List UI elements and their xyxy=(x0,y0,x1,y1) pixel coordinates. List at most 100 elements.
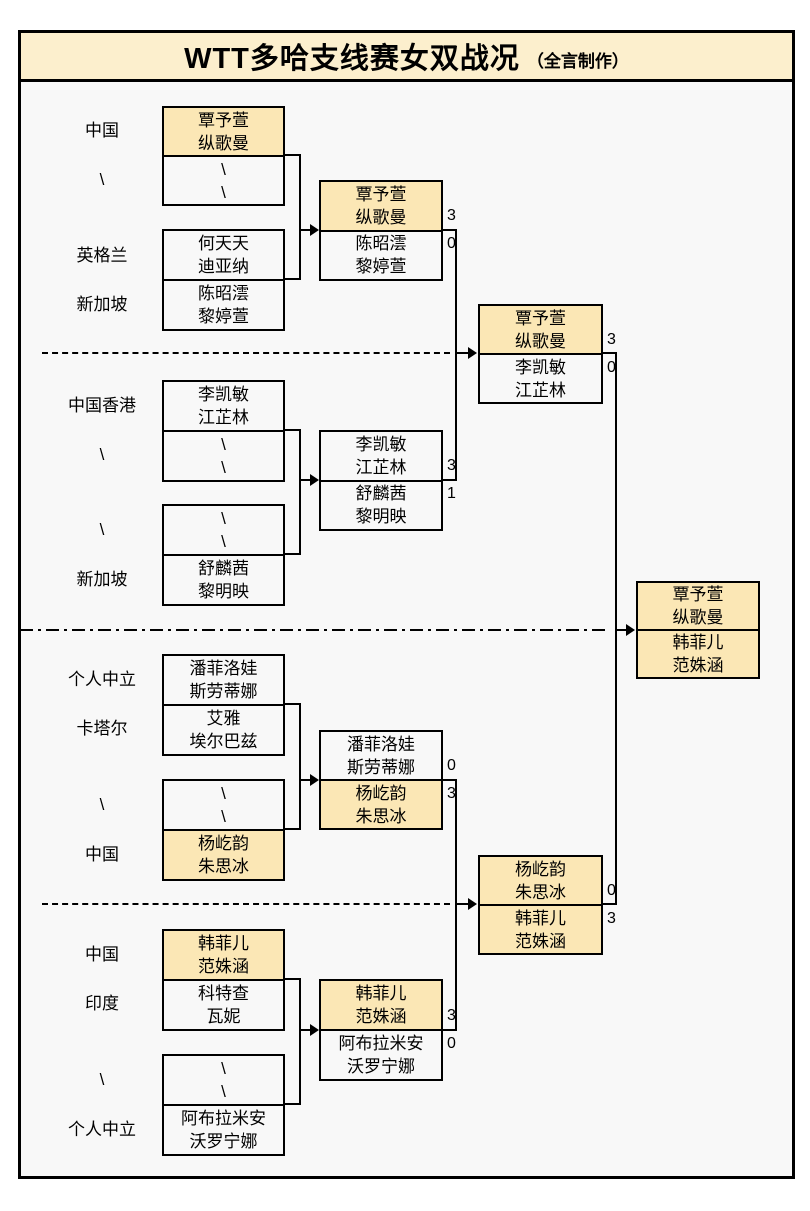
player-name-line: 迪亚纳 xyxy=(198,257,249,276)
bye-slash: \ xyxy=(221,182,226,202)
player-name-line: 舒麟茜 xyxy=(355,484,407,504)
score: 3 xyxy=(447,207,456,224)
country-label: 卡塔尔 xyxy=(76,719,128,738)
player-name-line: 范姝涵 xyxy=(672,656,724,675)
country-label: 中国香港 xyxy=(68,396,136,415)
score: 0 xyxy=(607,359,616,376)
match-slot-top: 杨屹韵朱思冰 xyxy=(480,857,601,906)
bye-label: \ xyxy=(99,520,105,539)
player-box: 艾雅埃尔巴兹 xyxy=(162,704,285,756)
divider-dashed xyxy=(42,903,450,905)
player-name-line: 斯劳蒂娜 xyxy=(347,757,415,777)
score: 3 xyxy=(447,785,456,802)
player-name-line: 范姝涵 xyxy=(515,931,566,951)
bye-slash: \ xyxy=(221,807,226,826)
player-name-line: 纵歌曼 xyxy=(515,331,566,351)
player-box: 科特查瓦妮 xyxy=(162,979,285,1031)
match-box: 覃予萱纵歌曼 陈昭澐黎婷萱 xyxy=(319,180,443,281)
player-name-line: 李凯敏 xyxy=(198,385,249,404)
player-name-line: 纵歌曼 xyxy=(672,608,724,627)
player-name-line: 江芷林 xyxy=(355,457,407,477)
score: 1 xyxy=(447,485,456,502)
match-slot-top: 韩菲儿范姝涵 xyxy=(321,981,441,1031)
connector-line xyxy=(285,553,301,555)
connector-line xyxy=(602,352,617,354)
bye-box: \\ xyxy=(162,155,285,206)
bye-slash: \ xyxy=(221,1059,226,1078)
bye-box: \\ xyxy=(162,1054,285,1106)
country-label: 个人中立 xyxy=(68,670,136,689)
match-box: 潘菲洛娃斯劳蒂娜 杨屹韵朱思冰 xyxy=(319,730,443,830)
country-label: 个人中立 xyxy=(68,1120,136,1139)
connector-line xyxy=(285,429,301,431)
connector-line xyxy=(457,903,469,905)
player-box: 韩菲儿范姝涵 xyxy=(162,929,285,981)
match-slot-bottom: 阿布拉米安沃罗宁娜 xyxy=(321,1031,441,1079)
player-name-line: 覃予萱 xyxy=(198,110,249,130)
connector-line xyxy=(299,779,311,781)
semifinal-box: 杨屹韵朱思冰 韩菲儿范姝涵 xyxy=(478,855,603,955)
match-slot-bottom: 韩菲儿范姝涵 xyxy=(480,906,601,953)
bye-slash: \ xyxy=(221,435,226,454)
player-name-line: 杨屹韵 xyxy=(198,834,249,853)
match-box: 韩菲儿范姝涵 阿布拉米安沃罗宁娜 xyxy=(319,979,443,1081)
player-name-line: 黎婷萱 xyxy=(355,257,407,277)
connector-line xyxy=(602,903,617,905)
country-label: 新加坡 xyxy=(76,570,128,589)
country-label: 中国 xyxy=(85,945,119,964)
player-name-line: 何天天 xyxy=(198,234,249,253)
match-slot-top: 李凯敏江芷林 xyxy=(321,432,441,482)
bye-box: \\ xyxy=(162,504,285,556)
bye-label: \ xyxy=(99,1070,105,1089)
match-slot-bottom: 陈昭澐黎婷萱 xyxy=(321,231,441,279)
arrowhead-icon xyxy=(310,774,319,786)
player-box: 李凯敏江芷林 xyxy=(162,380,285,432)
arrowhead-icon xyxy=(310,474,319,486)
connector-line xyxy=(285,703,301,705)
title-bar: WTT多哈支线赛女双战况 （全言制作） xyxy=(18,30,795,82)
connector-line xyxy=(285,154,301,156)
match-slot-top: 覃予萱纵歌曼 xyxy=(638,583,758,631)
player-name-line: 艾雅 xyxy=(206,709,241,728)
bye-slash: \ xyxy=(221,159,226,179)
country-label: 中国 xyxy=(85,121,119,140)
player-name-line: 陈昭澐 xyxy=(355,234,407,254)
connector-line xyxy=(617,629,627,631)
country-label: 中国 xyxy=(85,845,119,864)
connector-line xyxy=(443,1029,457,1031)
player-name-line: 范姝涵 xyxy=(198,957,249,976)
bye-label: \ xyxy=(99,795,105,814)
bye-slash: \ xyxy=(221,458,226,477)
score: 3 xyxy=(607,331,616,348)
connector-line xyxy=(615,352,617,905)
arrowhead-icon xyxy=(310,1024,319,1036)
bye-slash: \ xyxy=(221,784,226,803)
player-name-line: 科特查 xyxy=(198,984,249,1003)
bye-box: \\ xyxy=(162,779,285,831)
connector-line xyxy=(299,429,301,555)
player-name-line: 纵歌曼 xyxy=(355,207,407,227)
match-box: 李凯敏江芷林 舒麟茜黎明映 xyxy=(319,430,443,531)
player-name-line: 黎明映 xyxy=(198,582,249,601)
player-name-line: 朱思冰 xyxy=(198,857,249,876)
player-name-line: 朱思冰 xyxy=(355,806,407,826)
score: 0 xyxy=(447,757,456,774)
connector-line xyxy=(299,154,301,280)
score: 3 xyxy=(447,457,456,474)
connector-line xyxy=(443,779,457,781)
player-name-line: 沃罗宁娜 xyxy=(347,1057,415,1076)
player-name-line: 韩菲儿 xyxy=(355,984,407,1003)
match-slot-top: 覃予萱纵歌曼 xyxy=(321,182,441,232)
match-slot-bottom: 舒麟茜黎明映 xyxy=(321,481,441,529)
bye-slash: \ xyxy=(221,509,226,528)
connector-line xyxy=(299,479,311,481)
player-name-line: 纵歌曼 xyxy=(198,133,249,153)
arrowhead-icon xyxy=(626,624,635,636)
score: 0 xyxy=(607,882,616,899)
player-box: 覃予萱纵歌曼 xyxy=(162,106,285,157)
bye-label: \ xyxy=(99,170,105,189)
arrowhead-icon xyxy=(310,224,319,236)
player-name-line: 黎明映 xyxy=(355,507,407,527)
score: 3 xyxy=(607,910,616,927)
player-name-line: 阿布拉米安 xyxy=(338,1034,424,1053)
